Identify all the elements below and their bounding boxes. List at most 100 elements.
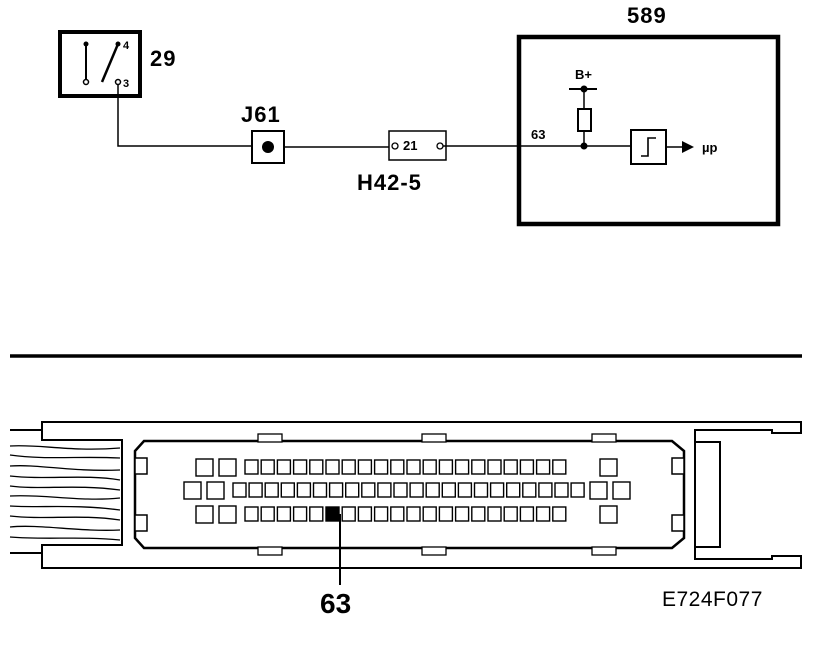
pin-cavity <box>454 506 470 522</box>
pin-cavity <box>438 459 454 475</box>
pin-cavity <box>276 459 292 475</box>
pin-cavity <box>357 506 373 522</box>
ecu-pin-label: 63 <box>531 127 545 142</box>
pin-cavity <box>506 482 521 498</box>
pin-cavity <box>244 459 259 475</box>
pin-cavity-large <box>195 458 214 477</box>
connector-housing <box>41 421 802 569</box>
pin-cavity <box>454 459 470 475</box>
switch-component: 4 3 29 <box>58 30 176 98</box>
pin-cavity-large <box>195 505 214 524</box>
pin-cavity <box>471 459 486 475</box>
cable-harness <box>9 429 123 554</box>
pin-cavity <box>535 459 551 475</box>
pin-cavity-large <box>206 481 225 500</box>
pin-cavity <box>341 459 356 475</box>
switch-node-top-right <box>115 41 121 47</box>
pin-cavity <box>570 482 585 498</box>
pin-cavity-large <box>589 481 608 500</box>
pin-cavity <box>244 506 259 522</box>
pin-cavity <box>373 459 389 475</box>
pin-cavity-large <box>599 505 618 524</box>
pin-cavity <box>260 506 275 522</box>
schematic: 4 3 29 J61 21 H42-5 589 63 <box>58 3 781 227</box>
pin-cavity-large <box>183 481 202 500</box>
pin-cavity <box>393 482 408 498</box>
supply-label: B+ <box>575 67 592 82</box>
output-arrow-icon <box>682 141 694 153</box>
pin-cavity <box>276 506 292 522</box>
highlighted-pin-label: 63 <box>320 588 351 619</box>
pin-cavity <box>309 506 324 522</box>
pin-cavity-large <box>612 481 631 500</box>
pin-cavity <box>538 482 553 498</box>
connector-label: H42-5 <box>357 170 422 195</box>
pin-cavity <box>522 482 537 498</box>
pin-cavity <box>390 506 405 522</box>
pin-cavity <box>292 506 308 522</box>
pin-grid <box>183 458 631 524</box>
switch-pin-bottom-label: 3 <box>123 78 129 90</box>
pin-cavity <box>422 506 437 522</box>
pin-cavity <box>552 506 567 522</box>
pin-cavity <box>487 506 502 522</box>
pin-cavity <box>473 482 489 498</box>
connector-pin-right <box>436 142 444 150</box>
pin-cavity <box>535 506 551 522</box>
switch-label: 29 <box>150 46 176 71</box>
connector-h42-5: 21 H42-5 <box>357 130 447 195</box>
connector-latch <box>695 441 721 548</box>
pin-cavity <box>554 482 569 498</box>
pin-cavity <box>328 482 344 498</box>
pin-cavity <box>438 506 454 522</box>
switch-node-top-left <box>83 41 89 47</box>
pin-cavity <box>489 482 505 498</box>
pin-cavity <box>425 482 440 498</box>
pin-cavity-large <box>218 505 237 524</box>
connector-pin-left <box>391 142 399 150</box>
figure-code: E724F077 <box>662 588 763 611</box>
pin-cavity <box>341 506 356 522</box>
pin-cavity-large <box>218 458 237 477</box>
pin-cavity <box>503 506 518 522</box>
pin-cavity <box>487 459 502 475</box>
pin-cavity <box>422 459 437 475</box>
pin-cavity <box>471 506 486 522</box>
pin-cavity <box>264 482 279 498</box>
pin-cavity <box>357 459 373 475</box>
output-label: µp <box>702 140 717 155</box>
pin-cavity <box>409 482 424 498</box>
junction-j61: J61 <box>241 102 285 164</box>
junction-dot <box>262 141 274 153</box>
pin-cavity <box>260 459 275 475</box>
connector-pins-label: 21 <box>403 138 417 153</box>
pin-cavity <box>248 482 263 498</box>
pin-cavity <box>519 506 535 522</box>
harness-outline <box>10 429 123 554</box>
pin-cavity <box>296 482 312 498</box>
switch-box <box>58 30 142 98</box>
pin-cavity <box>457 482 473 498</box>
pin-cavity <box>373 506 389 522</box>
connector-view: 63 E724F077 <box>9 421 802 619</box>
pin-cavity-63 <box>325 506 340 522</box>
pin-cavity <box>503 459 518 475</box>
pin-cavity <box>552 459 567 475</box>
pin-cavity <box>232 482 247 498</box>
ecu-589: 589 63 B+ µp <box>516 3 781 227</box>
pin-cavity <box>406 459 421 475</box>
ecu-label: 589 <box>627 3 667 28</box>
schmitt-symbol <box>641 137 656 157</box>
switch-pin-top-label: 4 <box>123 40 130 52</box>
ecu-box <box>516 34 781 227</box>
pin-cavity <box>377 482 392 498</box>
pin-cavity <box>519 459 535 475</box>
pin-cavity-large <box>599 458 618 477</box>
pin-cavity <box>345 482 360 498</box>
switch-node-bottom-left <box>82 78 90 86</box>
pin-cavity <box>441 482 456 498</box>
pullup-resistor <box>577 108 592 132</box>
wire-switch-to-junction <box>117 85 252 147</box>
